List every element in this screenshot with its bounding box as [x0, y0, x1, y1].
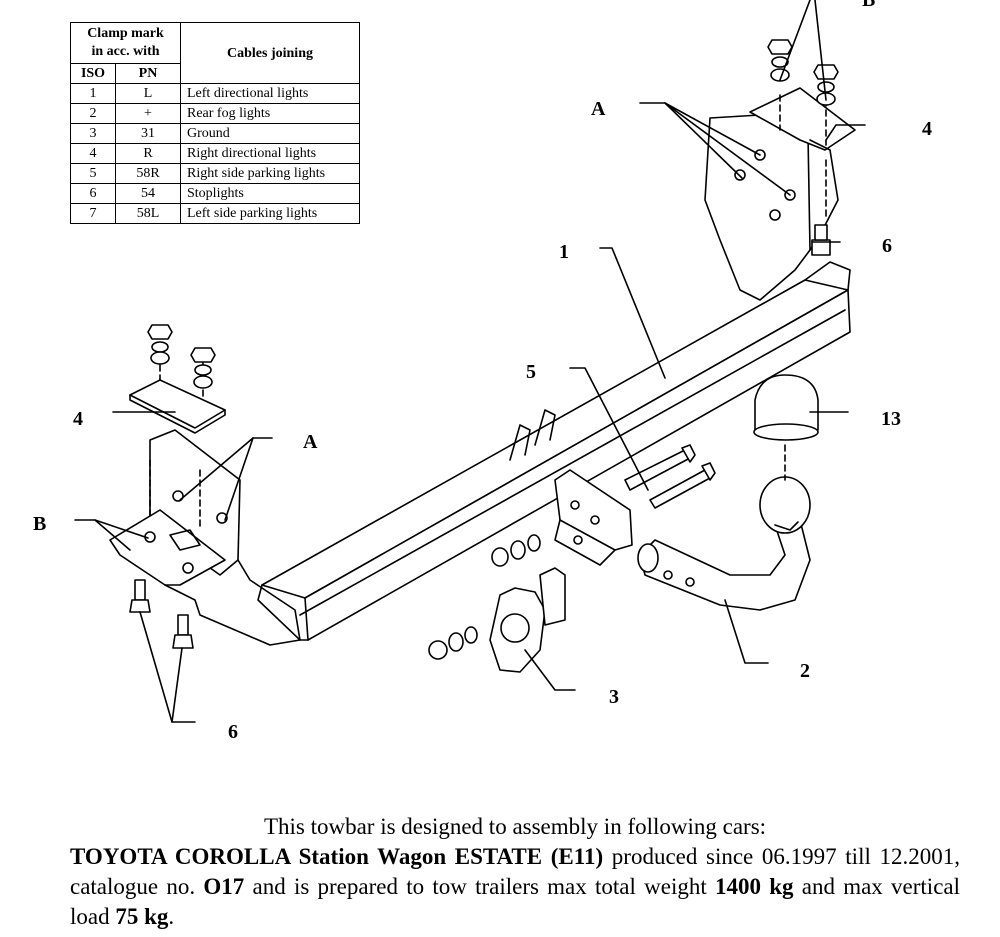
table-row: 6 54 Stoplights — [70, 183, 360, 204]
iso-cell: 3 — [70, 123, 116, 144]
header-pn: PN — [115, 63, 181, 84]
pn-cell: 54 — [115, 183, 181, 204]
cable-cell: Left directional lights — [180, 83, 360, 104]
max-vertical-load: 75 kg — [115, 904, 169, 929]
right-bolts-nuts — [767, 39, 839, 106]
crossbar-part — [257, 261, 851, 641]
label-1: 1 — [559, 241, 569, 263]
header-clamp-mark: Clamp mark in acc. with — [70, 22, 181, 64]
max-weight: 1400 kg — [714, 874, 794, 899]
cable-cell: Ground — [180, 123, 360, 144]
label-4-left: 4 — [73, 408, 83, 430]
pn-cell: R — [115, 143, 181, 164]
cable-cell: Right directional lights — [180, 143, 360, 164]
pn-cell: 58L — [115, 203, 181, 224]
label-4-right: 4 — [922, 118, 932, 140]
cable-cell: Stoplights — [180, 183, 360, 204]
table-row: 5 58R Right side parking lights — [70, 163, 360, 184]
cable-cell: Left side parking lights — [180, 203, 360, 224]
label-6-right: 6 — [882, 235, 892, 257]
leader-lines — [74, 0, 866, 723]
table-row: 4 R Right directional lights — [70, 143, 360, 164]
intro-line: This towbar is designed to assembly in f… — [263, 814, 767, 839]
left-bracket — [109, 344, 301, 646]
pn-cell: 58R — [115, 163, 181, 184]
table-row: 2 + Rear fog lights — [70, 103, 360, 124]
label-2: 2 — [800, 660, 810, 682]
header-clamp-mark-line1: Clamp mark — [87, 26, 164, 41]
cable-cell: Rear fog lights — [180, 103, 360, 124]
header-cables-joining: Cables joining — [180, 22, 360, 84]
label-3: 3 — [609, 686, 619, 708]
vehicle-description: TOYOTA COROLLA Station Wagon ESTATE (E11… — [70, 842, 960, 932]
iso-cell: 5 — [70, 163, 116, 184]
socket-washers-nuts — [428, 534, 541, 660]
towbar-assembly-drawing: A B 4 6 1 5 13 4 A B 2 3 6 — [33, 0, 932, 743]
pn-cell: + — [115, 103, 181, 124]
iso-cell: 7 — [70, 203, 116, 224]
pn-cell: 31 — [115, 123, 181, 144]
cable-cell: Right side parking lights — [180, 163, 360, 184]
left-bolts-nuts — [129, 324, 216, 649]
production-text: produced since 06.1997 till 12.2001, cat… — [70, 844, 960, 899]
iso-cell: 1 — [70, 83, 116, 104]
table-row: 1 L Left directional lights — [70, 83, 360, 104]
right-bracket — [704, 87, 856, 301]
iso-cell: 2 — [70, 103, 116, 124]
vehicle-model: TOYOTA COROLLA Station Wagon ESTATE (E11… — [70, 844, 604, 869]
iso-cell: 4 — [70, 143, 116, 164]
end-text: . — [168, 904, 175, 929]
catalogue-number: O17 — [203, 874, 245, 899]
load-text: and max vertical load — [70, 874, 960, 929]
tow-text: and is prepared to tow trailers max tota… — [244, 874, 715, 899]
label-a-left: A — [303, 431, 318, 453]
table-row: 7 58L Left side parking lights — [70, 203, 360, 224]
label-b-left: B — [33, 513, 46, 535]
header-iso: ISO — [70, 63, 116, 84]
header-clamp-mark-line2: in acc. with — [91, 44, 160, 59]
pn-cell: L — [115, 83, 181, 104]
label-5: 5 — [526, 361, 536, 383]
label-b-top: B — [862, 0, 875, 11]
application-description: This towbar is designed to assembly in f… — [70, 812, 960, 932]
label-6-left: 6 — [228, 721, 238, 743]
electrical-socket — [489, 567, 566, 673]
clamp-cable-table: Clamp mark in acc. with Cables joining I… — [70, 22, 360, 224]
label-13: 13 — [881, 408, 901, 430]
mounting-plate-and-bolts — [554, 444, 716, 566]
tow-ball-cap — [753, 374, 819, 481]
label-a-top: A — [591, 98, 606, 120]
table-row: 3 31 Ground — [70, 123, 360, 144]
iso-cell: 6 — [70, 183, 116, 204]
